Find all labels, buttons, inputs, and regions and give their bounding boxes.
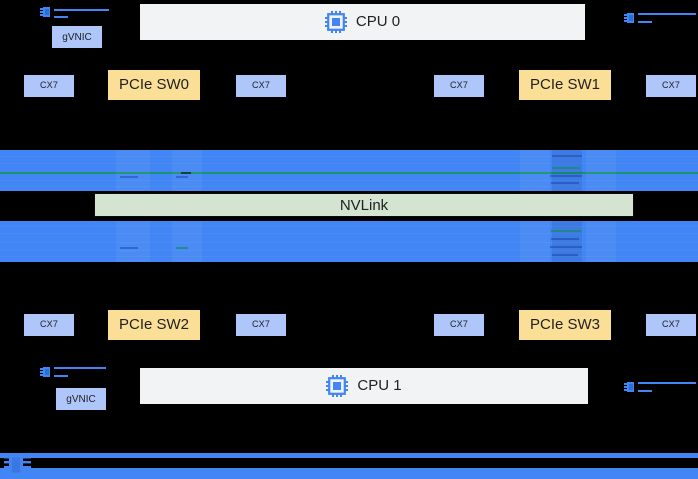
cx7-box-3[interactable]: CX7 (646, 75, 696, 97)
nvlink-label: NVLink (339, 196, 389, 214)
gpu-block (586, 221, 616, 262)
nic-card-icon-bottom-left (40, 366, 54, 378)
cx7-box-4[interactable]: CX7 (24, 314, 74, 336)
nic-link-line-top-right (638, 13, 696, 15)
pcie-switch-box-0[interactable]: PCIe SW0 (108, 70, 200, 100)
gpu-block (172, 150, 202, 191)
gpu-band-top (0, 150, 698, 191)
cx7-box-6[interactable]: CX7 (434, 314, 484, 336)
pcie-switch-box-3[interactable]: PCIe SW3 (519, 310, 611, 340)
cx7-box-2[interactable]: CX7 (434, 75, 484, 97)
nic-link-line-bottom-right (638, 382, 696, 384)
gpu-block (586, 150, 616, 191)
cpu-box-1[interactable]: CPU 1 (140, 368, 588, 404)
cx7-box-5[interactable]: CX7 (236, 314, 286, 336)
gpu-block (552, 150, 582, 191)
pcie-switch-box-2[interactable]: PCIe SW2 (108, 310, 200, 340)
nic-link-line-top-left (54, 9, 109, 11)
gpu-block (116, 150, 150, 191)
nvlink-bar[interactable]: NVLink (94, 193, 634, 217)
nic-card-icon-top-right (624, 12, 638, 24)
cpu-label-0: CPU 0 (355, 12, 401, 30)
cpu-label-1: CPU 1 (357, 376, 402, 394)
cpu-chip-icon (324, 11, 347, 33)
gpu-block (520, 150, 550, 191)
pcie-switch-box-1[interactable]: PCIe SW1 (519, 70, 611, 100)
gpu-block (116, 221, 150, 262)
gpu-band-bottom (0, 221, 698, 262)
nic-link-line-bottom-left (54, 367, 106, 369)
cx7-box-7[interactable]: CX7 (646, 314, 696, 336)
network-bar-bottom-line (0, 468, 698, 479)
gpu-block (520, 221, 550, 262)
cx7-box-0[interactable]: CX7 (24, 75, 74, 97)
gvnic-box-top[interactable]: gVNIC (52, 26, 102, 48)
cx7-box-1[interactable]: CX7 (236, 75, 286, 97)
nic-card-icon-bottom-right (624, 381, 638, 393)
nic-card-icon (40, 6, 54, 18)
nic-link-line-top-right-2 (638, 21, 652, 23)
network-bar-top-line (0, 453, 698, 458)
nic-link-line-bottom-left-2 (54, 375, 68, 377)
nic-link-line-top-left-2 (54, 16, 68, 18)
nic-link-line-bottom-right-2 (638, 390, 652, 392)
gpu-block (552, 221, 582, 262)
cpu-chip-icon (326, 375, 349, 397)
gpu-block (172, 221, 202, 262)
cpu-box-0[interactable]: CPU 0 (140, 4, 585, 40)
gvnic-box-bottom[interactable]: gVNIC (56, 388, 106, 410)
chip-icon (4, 452, 34, 478)
